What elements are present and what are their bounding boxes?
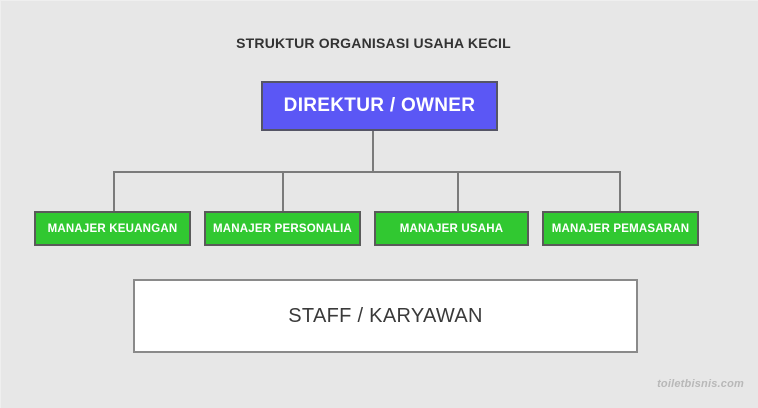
- connector-drop-manajer-keuangan: [113, 171, 115, 212]
- watermark: toiletbisnis.com: [657, 378, 744, 390]
- org-node-manajer-usaha[interactable]: MANAJER USAHA: [374, 211, 529, 246]
- connector-drop-manajer-pemasaran: [619, 171, 621, 212]
- connector-horizontal-bus: [113, 171, 621, 173]
- page-title: STRUKTUR ORGANISASI USAHA KECIL: [236, 35, 511, 51]
- connector-drop-manajer-usaha: [457, 171, 459, 212]
- org-node-staff-karyawan[interactable]: STAFF / KARYAWAN: [133, 279, 638, 353]
- org-node-manajer-keuangan[interactable]: MANAJER KEUANGAN: [34, 211, 191, 246]
- connector-drop-manajer-personalia: [282, 171, 284, 212]
- org-node-manajer-pemasaran[interactable]: MANAJER PEMASARAN: [542, 211, 699, 246]
- org-node-direktur-owner[interactable]: DIREKTUR / OWNER: [261, 81, 498, 131]
- org-node-manajer-personalia[interactable]: MANAJER PERSONALIA: [204, 211, 361, 246]
- connector-director-stem: [372, 131, 374, 172]
